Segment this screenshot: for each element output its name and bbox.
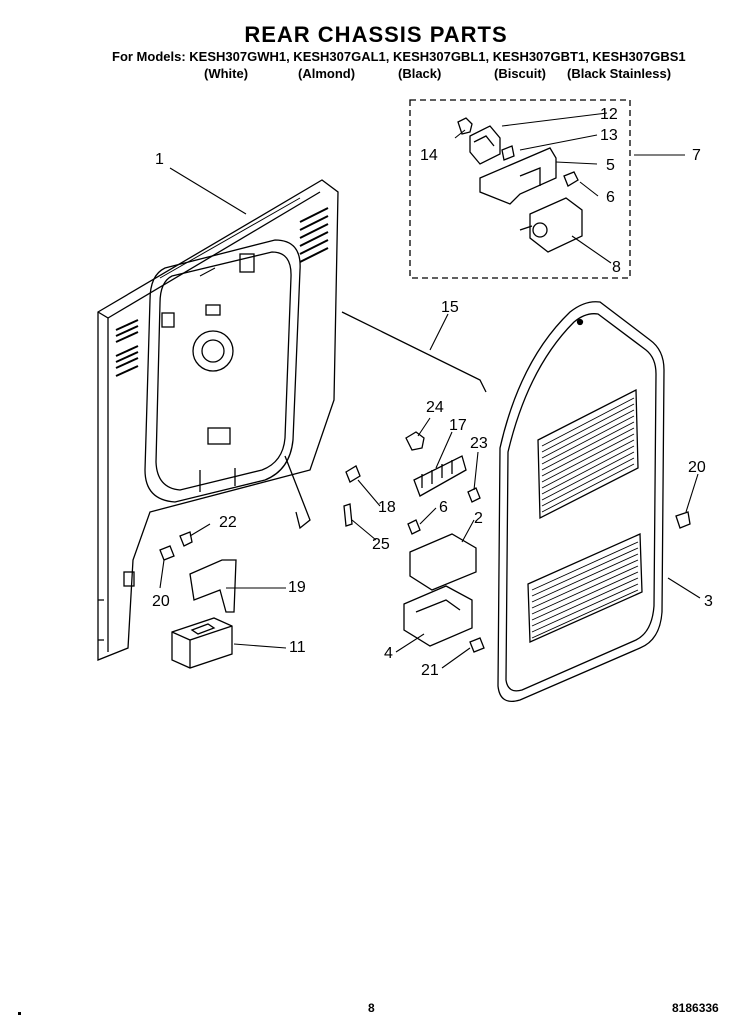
callout-20-left: 20 (152, 593, 170, 610)
callout-14: 14 (420, 147, 438, 164)
color-label-black-stainless: (Black Stainless) (567, 66, 672, 81)
callout-13: 13 (600, 127, 618, 144)
callout-20-right: 20 (688, 459, 706, 476)
part-2 (409, 533, 477, 591)
part-23 (467, 487, 481, 503)
page-title: REAR CHASSIS PARTS (244, 22, 508, 47)
callout-22: 22 (219, 514, 237, 531)
part-15 (341, 311, 487, 393)
callout-5: 5 (606, 157, 615, 174)
part-rear-panel (97, 179, 339, 661)
part-21 (469, 637, 485, 653)
part-12 (469, 125, 501, 165)
color-label-biscuit: (Biscuit) (494, 66, 546, 81)
part-22 (179, 531, 193, 547)
callout-3: 3 (704, 593, 713, 610)
part-25 (343, 503, 353, 527)
callout-18: 18 (378, 499, 396, 516)
leader-lines (159, 112, 701, 669)
part-4 (403, 585, 473, 647)
part-6-upper (563, 171, 579, 187)
part-14 (457, 117, 473, 135)
part-20-right (675, 511, 691, 529)
callout-2: 2 (474, 510, 483, 527)
models-line: For Models: KESH307GWH1, KESH307GAL1, KE… (112, 49, 686, 64)
callout-19: 19 (288, 579, 306, 596)
callout-numbers: 1 2 3 4 5 6 6 7 8 11 12 13 14 15 17 18 1… (152, 106, 713, 679)
part-8 (519, 197, 583, 253)
part-17 (413, 455, 467, 497)
callout-6-upper: 6 (606, 189, 615, 206)
part-20-left (159, 545, 175, 561)
callout-11: 11 (289, 639, 306, 656)
document-number: 8186336 (672, 1001, 719, 1015)
part-6-lower (407, 519, 421, 535)
part-13 (501, 145, 515, 161)
part-24 (405, 431, 425, 451)
part-rear-cover (497, 301, 665, 703)
callout-12: 12 (600, 106, 618, 123)
callout-21: 21 (421, 662, 439, 679)
callout-4: 4 (384, 645, 393, 662)
callout-1: 1 (155, 151, 164, 168)
part-18 (345, 465, 361, 483)
color-label-white: (White) (204, 66, 249, 81)
callout-8: 8 (612, 259, 621, 276)
part-11 (171, 617, 233, 669)
callout-24: 24 (426, 399, 444, 416)
color-label-almond: (Almond) (298, 66, 356, 81)
part-5 (479, 147, 557, 205)
callout-7: 7 (692, 147, 701, 164)
callout-23: 23 (470, 435, 488, 452)
callout-15: 15 (441, 299, 459, 316)
part-7-group-box (409, 99, 631, 279)
corner-dot (18, 1012, 21, 1015)
page-number: 8 (368, 1001, 375, 1015)
color-label-black: (Black) (398, 66, 442, 81)
part-19 (189, 559, 237, 613)
callout-6-lower: 6 (439, 499, 448, 516)
callout-25: 25 (372, 536, 390, 553)
callout-17: 17 (449, 417, 467, 434)
